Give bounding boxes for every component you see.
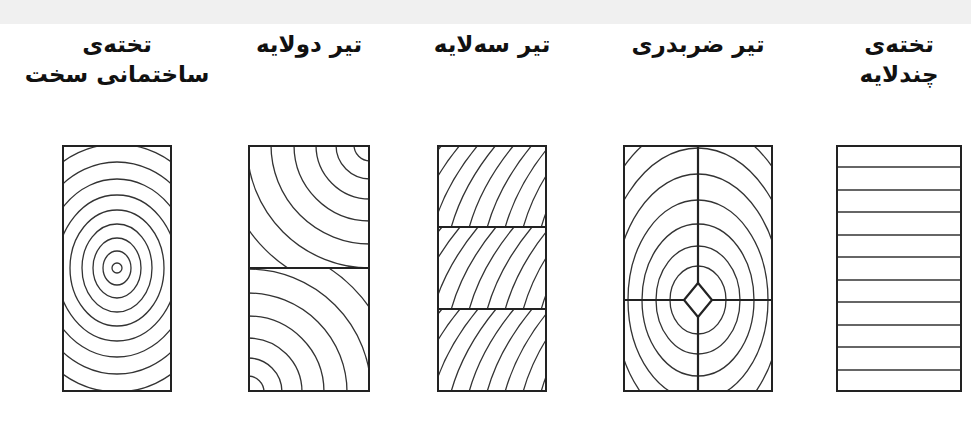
section-heading: تیر ضربدری: [613, 30, 783, 60]
timber-section-box: تخته‌ی چندلایه: [836, 145, 962, 392]
timber-section-box: تیر ضربدری: [623, 145, 773, 392]
timber-section-box: تخته‌ی ساختمانی سخت: [62, 145, 172, 392]
section-heading: تخته‌ی چندلایه: [843, 30, 955, 90]
section-heading: تیر دولایه: [229, 30, 389, 60]
background-band: [0, 0, 971, 24]
timber-section-box: تیر سه‌لایه: [437, 145, 547, 392]
section-heading: تخته‌ی ساختمانی سخت: [22, 30, 212, 90]
timber-section-box: تیر دولایه: [248, 145, 370, 392]
section-heading: تیر سه‌لایه: [412, 30, 572, 60]
